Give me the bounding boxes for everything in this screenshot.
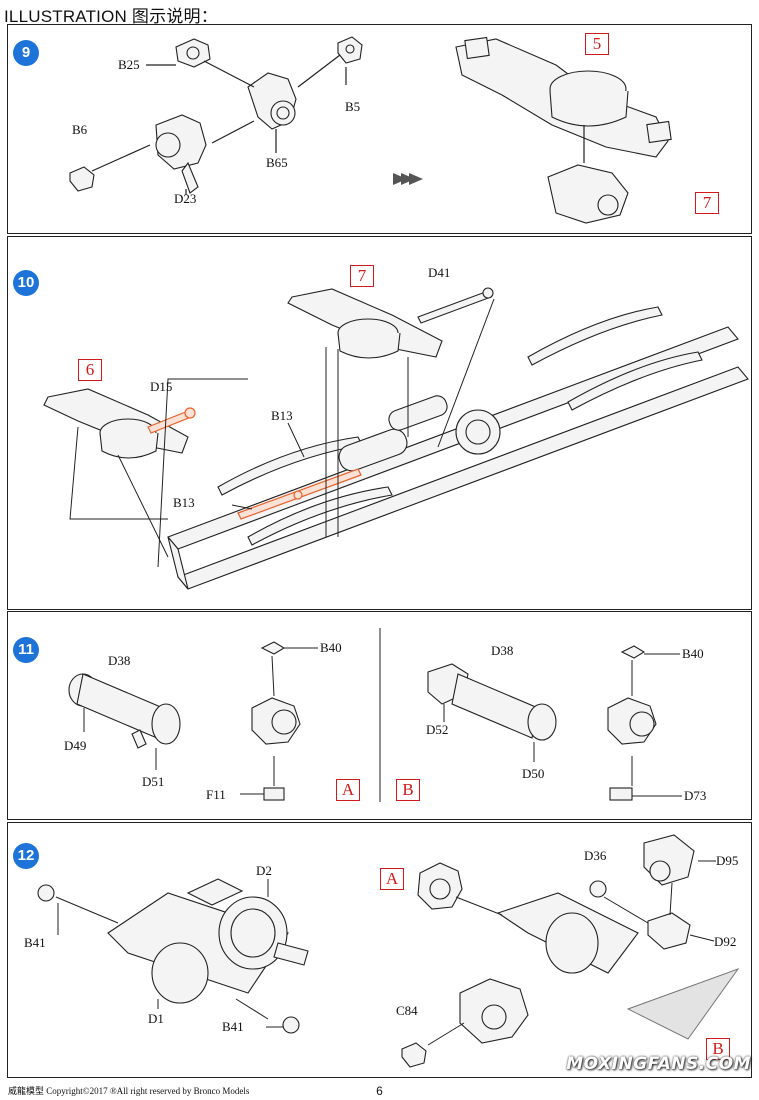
- part-label-d36: D36: [584, 848, 607, 863]
- part-label-d2: D2: [256, 863, 272, 878]
- part-label-b41-a: B41: [24, 935, 46, 950]
- step-11-drawing: [68, 628, 682, 802]
- step-number-badge: 9: [13, 40, 39, 66]
- step-12-panel: 12: [7, 822, 752, 1078]
- step-10-panel: 10: [7, 236, 752, 610]
- callout-box-5: 5: [585, 33, 609, 55]
- part-label-f11: F11: [206, 787, 226, 802]
- part-label-b6: B6: [72, 122, 88, 137]
- part-label-d95: D95: [716, 853, 739, 868]
- part-label-d50: D50: [522, 766, 545, 781]
- step-9-drawing: [69, 36, 672, 224]
- part-label-d51: D51: [142, 774, 165, 789]
- part-label-b40-a: B40: [320, 640, 342, 655]
- page-header: ILLUSTRATION 图示说明：: [4, 7, 218, 26]
- part-label-b41-b: B41: [222, 1019, 244, 1034]
- step-12-drawing: [37, 834, 740, 1068]
- callout-box-7: 7: [350, 265, 374, 287]
- copyright-footer: 威龍模型 Copyright©2017 ®All right reserved …: [8, 1086, 250, 1096]
- step-9-panel: 9: [7, 24, 752, 234]
- part-label-d52: D52: [426, 722, 449, 737]
- callout-box-a: A: [336, 779, 360, 801]
- callout-box-7: 7: [695, 192, 719, 214]
- watermark: MOXINGFANS.COM: [566, 1054, 751, 1074]
- step-number-badge: 11: [13, 637, 39, 663]
- part-label-b13-left: B13: [173, 495, 195, 510]
- part-label-b13-top: B13: [271, 408, 293, 423]
- callout-box-6: 6: [78, 359, 102, 381]
- step-10-drawing: [43, 287, 749, 590]
- callout-box-b: B: [396, 779, 420, 801]
- step-11-panel: 11: [7, 611, 752, 820]
- part-label-d73: D73: [684, 788, 707, 803]
- part-label-b5: B5: [345, 99, 361, 114]
- callout-box-b: B: [706, 1038, 730, 1060]
- page-number: 6: [376, 1084, 383, 1098]
- callout-box-a: A: [380, 868, 404, 890]
- part-label-d15: D15: [150, 379, 173, 394]
- step-number-badge: 12: [13, 843, 39, 869]
- part-label-d49: D49: [64, 738, 87, 753]
- part-label-b25: B25: [118, 57, 140, 72]
- part-label-d92: D92: [714, 934, 737, 949]
- part-label-c84: C84: [396, 1003, 418, 1018]
- part-label-b65: B65: [266, 155, 288, 170]
- part-label-d41: D41: [428, 265, 451, 280]
- part-label-d1: D1: [148, 1011, 164, 1026]
- step-number-badge: 10: [13, 270, 39, 296]
- part-label-d23: D23: [174, 191, 197, 206]
- part-label-d38-a: D38: [108, 653, 131, 668]
- part-label-b40-b: B40: [682, 646, 704, 661]
- part-label-d38-b: D38: [491, 643, 514, 658]
